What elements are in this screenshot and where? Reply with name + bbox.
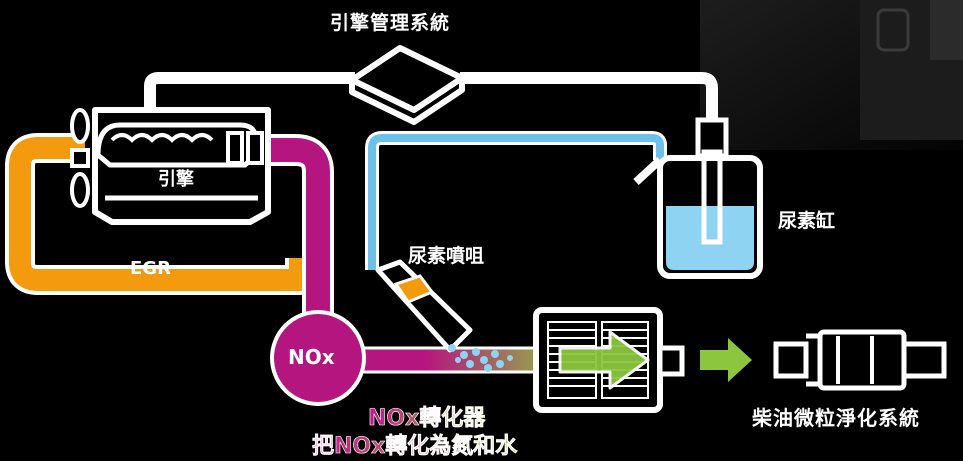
background-machinery (700, 0, 963, 150)
diesel-particulate-filter-icon (773, 329, 947, 391)
urea-nozzle-label: 尿素噴咀 (408, 245, 485, 267)
nox-conversion-label: 把NOx轉化為氮和水 (312, 428, 518, 460)
engine-label: 引擎 (158, 169, 194, 190)
urea-nozzle-icon (375, 259, 473, 353)
engine-management-label: 引擎管理系統 (330, 12, 451, 34)
engine-icon (92, 107, 271, 225)
control-signal-line (144, 72, 718, 120)
fan-icon (70, 108, 90, 208)
urea-tank-label: 尿素缸 (778, 210, 836, 232)
nox-node (270, 310, 366, 406)
egr-label: EGR (130, 258, 171, 279)
urea-tank-icon (633, 117, 763, 279)
nox-converter-label: NOx轉化器 (368, 400, 486, 432)
urea-spray (448, 344, 513, 372)
control-unit-icon (349, 45, 465, 125)
arrow-right-icon (558, 330, 650, 390)
clean-exhaust-arrow (700, 338, 752, 382)
dpf-label: 柴油微粒淨化系統 (752, 406, 920, 430)
nox-label: NOx (288, 345, 335, 369)
